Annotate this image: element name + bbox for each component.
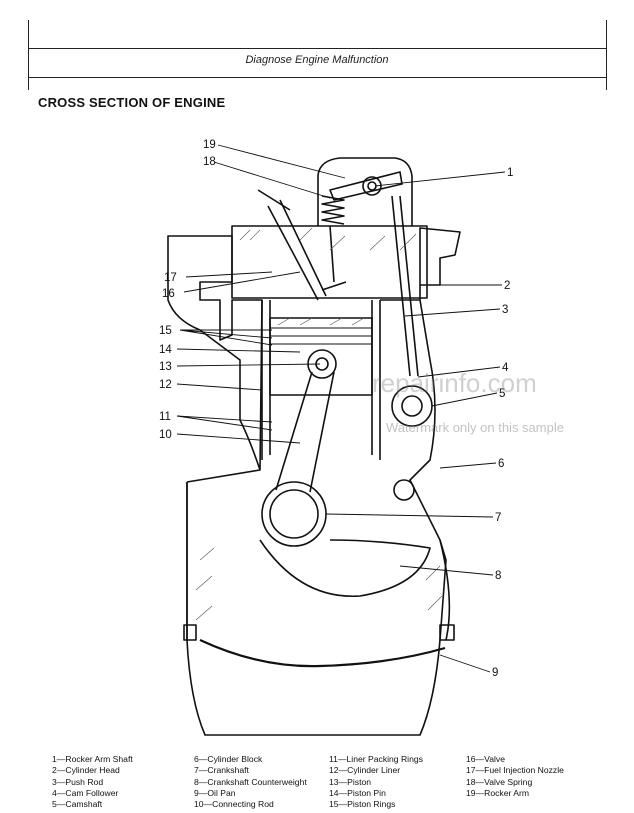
engine-block-outline (167, 235, 263, 483)
callout-4: 4 (502, 362, 509, 374)
callout-1: 1 (507, 167, 513, 179)
section-header: Diagnose Engine Malfunction (245, 54, 389, 66)
legend-item: 3—Push Rod (52, 776, 104, 787)
legend-column-3: 11—Liner Packing Rings 12—Cylinder Liner… (329, 754, 423, 810)
valve (321, 225, 347, 291)
legend-item: 4—Cam Follower (52, 787, 119, 798)
page-frame-top (28, 48, 606, 49)
push-rod (391, 195, 419, 377)
oil-pan-inner (199, 639, 446, 668)
legend-item: 9—Oil Pan (194, 787, 236, 798)
page-frame-right (606, 20, 607, 90)
callout-16: 16 (162, 288, 175, 300)
callout-7: 7 (495, 512, 501, 524)
piston-rings (270, 327, 372, 345)
legend-column-4: 16—Valve 17—Fuel Injection Nozzle 18—Val… (466, 754, 564, 799)
rocker-arm-shaft (362, 176, 382, 196)
callout-9: 9 (492, 667, 498, 679)
callout-15: 15 (159, 325, 172, 337)
legend-item: 13—Piston (329, 776, 372, 787)
callout-14: 14 (159, 344, 172, 356)
legend-column-1: 1—Rocker Arm Shaft 2—Cylinder Head 3—Pus… (52, 754, 133, 810)
figure-title: CROSS SECTION OF ENGINE (38, 95, 226, 110)
callout-11: 11 (159, 411, 171, 423)
legend-item: 5—Camshaft (52, 799, 103, 810)
valve-cover (317, 157, 413, 226)
crankshaft (261, 481, 327, 547)
crankshaft-counterweight (259, 539, 431, 598)
callout-10: 10 (159, 429, 172, 441)
cylinder-head (231, 225, 428, 299)
oil-pan-outline (186, 482, 447, 736)
legend-item: 18—Valve Spring (466, 776, 533, 787)
callout-12: 12 (159, 379, 172, 391)
rocker-arm (329, 171, 403, 201)
watermark-site: repairinfo.com (372, 368, 537, 398)
legend-item: 16—Valve (466, 754, 506, 764)
legend-item: 2—Cylinder Head (52, 765, 120, 776)
legend-item: 14—Piston Pin (329, 787, 386, 798)
page-frame-left (28, 20, 29, 90)
header-rule (28, 77, 606, 78)
engine-cross-section-diagram: 19 18 1 17 16 2 3 15 14 13 4 5 12 11 10 … (159, 139, 513, 736)
legend-item: 12—Cylinder Liner (329, 765, 401, 776)
legend-item: 15—Piston Rings (329, 799, 396, 810)
legend-item: 7—Crankshaft (194, 765, 249, 776)
legend-column-2: 6—Cylinder Block 7—Crankshaft 8—Cranksha… (194, 754, 307, 810)
legend-item: 10—Connecting Rod (194, 799, 274, 810)
legend-item: 17—Fuel Injection Nozzle (466, 765, 564, 776)
callout-5: 5 (499, 388, 505, 400)
connecting-rod (275, 371, 335, 493)
callout-17: 17 (164, 272, 177, 284)
legend-item: 19—Rocker Arm (466, 787, 530, 798)
callout-2: 2 (504, 280, 510, 292)
legend-item: 8—Crankshaft Counterweight (194, 776, 307, 787)
fuel-injection-nozzle (267, 199, 327, 301)
piston (269, 317, 373, 396)
watermark-note: Watermark only on this sample (386, 420, 564, 435)
cylinder-liner (261, 300, 381, 460)
valve-spring (321, 195, 345, 225)
callout-18: 18 (203, 156, 216, 168)
legend-item: 1—Rocker Arm Shaft (52, 754, 133, 764)
block-right-wall (380, 227, 461, 541)
callout-6: 6 (498, 458, 504, 470)
legend-item: 6—Cylinder Block (194, 754, 263, 764)
callout-19: 19 (203, 139, 216, 151)
callout-13: 13 (159, 361, 172, 373)
callout-8: 8 (495, 570, 501, 582)
callout-3: 3 (502, 304, 508, 316)
legend-item: 11—Liner Packing Rings (329, 754, 423, 764)
